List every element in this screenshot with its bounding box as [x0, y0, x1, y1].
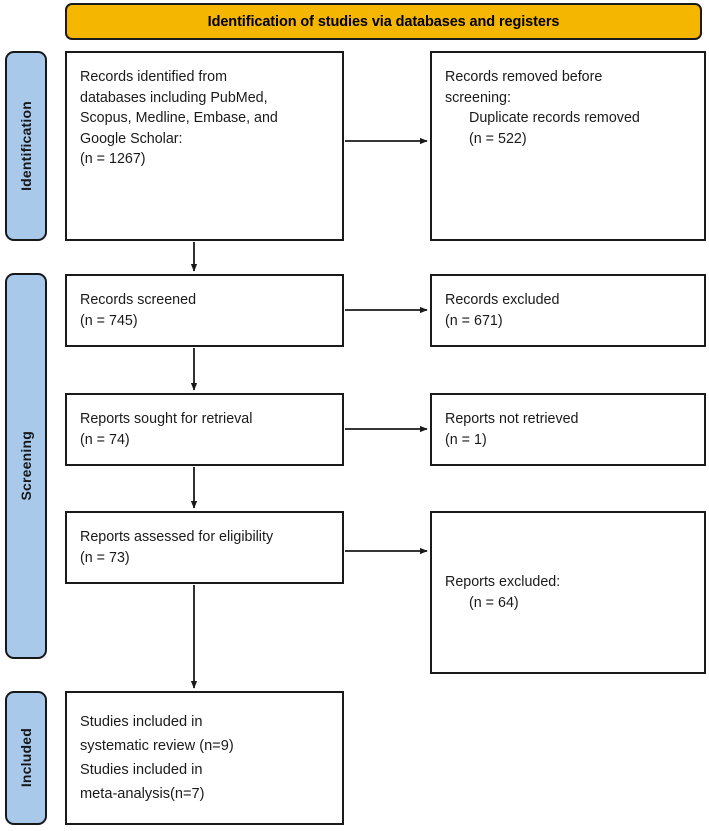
node-count: (n = 671) — [445, 312, 503, 329]
node-count: meta-analysis(n=7) — [80, 786, 205, 802]
node-line-head: Records removed — [445, 69, 562, 85]
node-records-removed: Records removed before screening: Duplic… — [430, 51, 706, 241]
node-count: systematic review (n=9) — [80, 738, 234, 754]
node-line: Records excluded — [445, 292, 560, 308]
node-line: Reports excluded: — [445, 574, 561, 590]
phase-label-screening: Screening — [5, 273, 47, 659]
node-reports-sought: Reports sought for retrieval (n = 74) — [65, 393, 344, 466]
node-studies-included: Studies included in systematic review (n… — [65, 691, 344, 825]
node-line-emphasis: screening — [445, 89, 507, 106]
node-line: Duplicate records removed — [469, 110, 640, 126]
node-line: Google Scholar: — [80, 130, 183, 147]
node-line: Scopus, Medline, Embase, and — [80, 110, 278, 126]
phase-label-identification-text: Identification — [18, 101, 34, 191]
node-line: Studies included in — [80, 714, 203, 730]
node-line: databases including PubMed, — [80, 89, 268, 106]
node-line: Reports assessed for eligibility — [80, 529, 274, 545]
node-count: (n = 1) — [445, 431, 487, 448]
node-line: Records screened — [80, 292, 197, 308]
node-count: (n = 745) — [80, 312, 138, 329]
node-line: Reports sought for retrieval — [80, 411, 253, 427]
node-line: Records identified from — [80, 69, 228, 85]
node-line: Reports not retrieved — [445, 411, 579, 427]
node-line: Records removed before — [445, 67, 691, 88]
node-reports-excluded: Reports excluded: (n = 64) — [430, 511, 706, 674]
node-line-tail: : — [507, 89, 511, 106]
phase-label-identification: Identification — [5, 51, 47, 241]
node-records-screened: Records screened (n = 745) — [65, 274, 344, 347]
node-line-emphasis: before — [561, 69, 603, 85]
diagram-header-banner: Identification of studies via databases … — [65, 3, 702, 40]
node-records-identified: Records identified from databases includ… — [65, 51, 344, 241]
node-count: (n = 73) — [80, 549, 130, 566]
phase-label-screening-text: Screening — [18, 431, 34, 501]
node-line: screening: — [445, 88, 691, 109]
phase-label-included: Included — [5, 691, 47, 825]
node-count: (n = 522) — [469, 130, 527, 147]
banner-title: Identification of studies via databases … — [207, 13, 560, 30]
node-line: Studies included in — [80, 762, 203, 778]
phase-label-included-text: Included — [18, 728, 34, 788]
node-reports-assessed: Reports assessed for eligibility (n = 73… — [65, 511, 344, 584]
node-count: (n = 64) — [469, 594, 519, 611]
node-records-excluded: Records excluded (n = 671) — [430, 274, 706, 347]
node-count: (n = 74) — [80, 431, 130, 448]
node-count: (n = 1267) — [80, 151, 146, 167]
node-reports-not-retrieved: Reports not retrieved (n = 1) — [430, 393, 706, 466]
